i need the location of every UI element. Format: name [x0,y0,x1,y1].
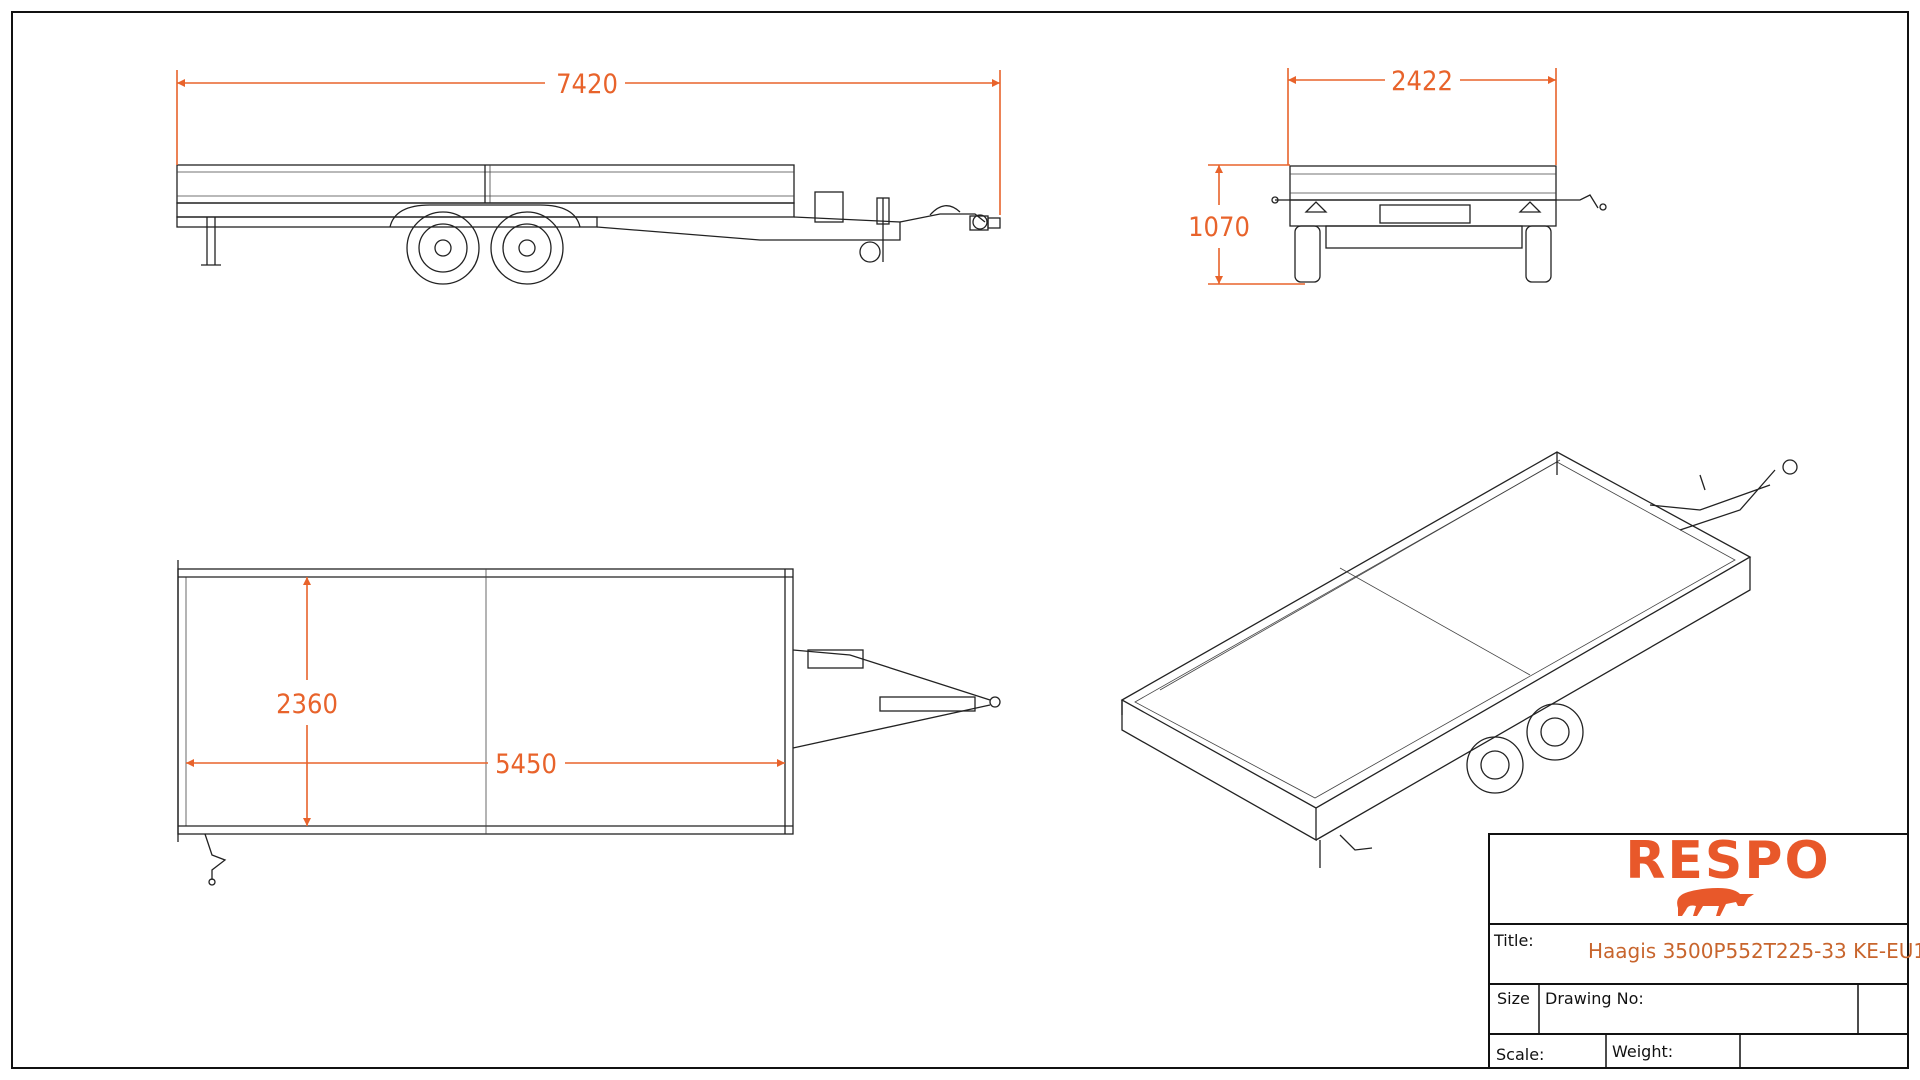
scale-label: Scale: [1496,1045,1544,1064]
top-view [177,560,1001,886]
dimension-inner-width: 2360 [276,577,338,826]
bull-logo-icon [1677,888,1754,916]
dimension-front-height: 1070 [1188,164,1305,285]
dimension-inner-length: 5450 [186,749,785,780]
front-view [1271,165,1607,283]
dim-height-label: 1070 [1188,212,1250,243]
dim-width-label: 2422 [1391,66,1453,97]
weight-label: Weight: [1612,1042,1673,1061]
title-block: RESPO Title: Haagis 3500P552T225-33 KE-E… [1488,831,1920,1069]
title-value: Haagis 3500P552T225-33 KE-EU1- [1588,939,1920,963]
title-label: Title: [1493,931,1534,950]
drawing-border [11,11,1909,1069]
dimension-overall-length: 7420 [176,69,1001,215]
dim-inner-length-label: 5450 [495,749,557,780]
drawing-no-label: Drawing No: [1545,989,1644,1008]
isometric-view [1120,451,1798,868]
dim-inner-width-label: 2360 [276,689,338,720]
respo-logo: RESPO [1625,831,1830,891]
dimension-front-width: 2422 [1287,66,1557,165]
side-view [176,164,1001,285]
dim-length-label: 7420 [556,69,618,100]
size-label: Size [1497,989,1530,1008]
